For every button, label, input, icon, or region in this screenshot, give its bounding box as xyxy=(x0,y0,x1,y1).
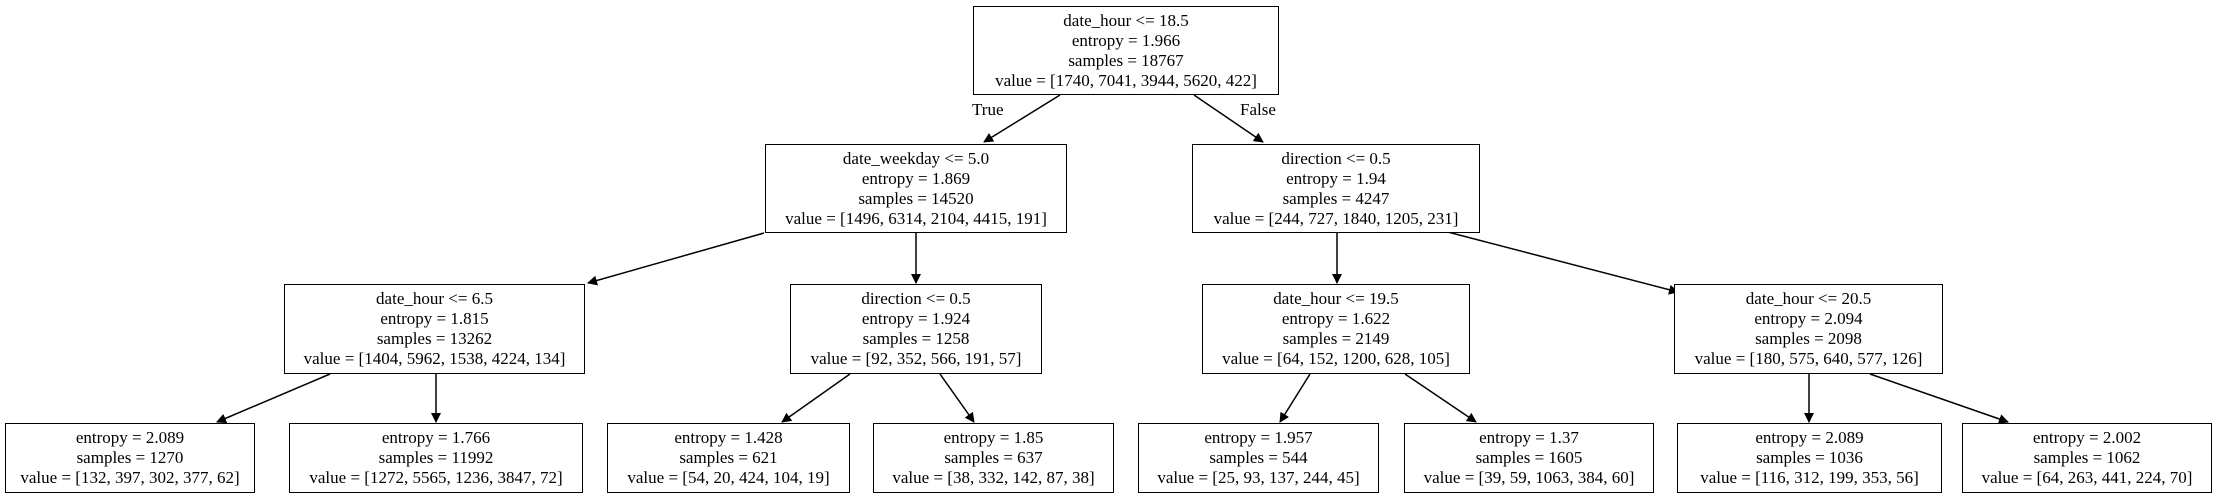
node-value: value = [244, 727, 1840, 1205, 231] xyxy=(1213,208,1459,228)
node-value: value = [180, 575, 640, 577, 126] xyxy=(1694,349,1923,368)
edge-n6-n14 xyxy=(1869,373,2009,424)
node-value: value = [38, 332, 142, 87, 38] xyxy=(892,468,1095,487)
edge-n2-n6 xyxy=(1439,229,1679,295)
tree-leaf: entropy = 1.957 samples = 544 value = [2… xyxy=(1138,423,1379,493)
edge-label-true: True xyxy=(972,100,1004,119)
edge-n4-n10 xyxy=(939,373,975,423)
node-entropy: entropy = 2.089 xyxy=(75,428,185,447)
node-samples: samples = 1270 xyxy=(76,448,184,467)
node-value: value = [1404, 5962, 1538, 4224, 134] xyxy=(303,349,566,368)
tree-node: date_weekday <= 5.0 entropy = 1.869 samp… xyxy=(765,144,1067,233)
node-samples: samples = 1036 xyxy=(1756,448,1863,467)
node-samples: samples = 13262 xyxy=(376,329,493,348)
tree-node: date_hour <= 20.5 entropy = 2.094 sample… xyxy=(1674,284,1943,374)
edge-label-false: False xyxy=(1240,100,1276,119)
node-samples: samples = 2149 xyxy=(1282,329,1390,348)
node-value: value = [1496, 6314, 2104, 4415, 191] xyxy=(785,208,1047,228)
node-samples: samples = 11992 xyxy=(378,448,494,467)
tree-leaf: entropy = 2.089 samples = 1270 value = [… xyxy=(5,423,255,493)
edge-n1-n3 xyxy=(587,232,765,286)
node-entropy: entropy = 1.766 xyxy=(381,428,491,447)
node-value: value = [92, 352, 566, 191, 57] xyxy=(810,349,1022,368)
node-value: value = [64, 263, 441, 224, 70] xyxy=(1981,468,2193,487)
node-entropy: entropy = 2.002 xyxy=(2032,428,2142,447)
node-condition: date_hour <= 18.5 xyxy=(1063,10,1189,30)
tree-node: date_hour <= 19.5 entropy = 1.622 sample… xyxy=(1202,284,1470,374)
node-entropy: entropy = 2.089 xyxy=(1755,428,1864,447)
node-samples: samples = 1062 xyxy=(2033,448,2141,467)
tree-node: direction <= 0.5 entropy = 1.94 samples … xyxy=(1192,144,1480,233)
node-entropy: entropy = 1.869 xyxy=(861,168,971,188)
node-samples: samples = 18767 xyxy=(1068,50,1184,70)
node-entropy: entropy = 1.924 xyxy=(861,309,971,328)
tree-node: date_hour <= 6.5 entropy = 1.815 samples… xyxy=(284,284,585,374)
edge-n5-n12 xyxy=(1404,373,1477,423)
tree-leaf: entropy = 2.089 samples = 1036 value = [… xyxy=(1677,423,1942,493)
node-value: value = [39, 59, 1063, 384, 60] xyxy=(1423,468,1635,487)
node-entropy: entropy = 1.85 xyxy=(943,428,1044,447)
tree-node: direction <= 0.5 entropy = 1.924 samples… xyxy=(790,284,1042,374)
node-samples: samples = 14520 xyxy=(858,188,974,208)
edge-n3-n7 xyxy=(216,373,331,424)
node-samples: samples = 4247 xyxy=(1282,188,1390,208)
tree-leaf: entropy = 1.428 samples = 621 value = [5… xyxy=(607,423,850,493)
node-value: value = [25, 93, 137, 244, 45] xyxy=(1157,468,1360,487)
node-condition: direction <= 0.5 xyxy=(1281,148,1391,168)
tree-leaf: entropy = 1.85 samples = 637 value = [38… xyxy=(873,423,1114,493)
tree-leaf: entropy = 2.002 samples = 1062 value = [… xyxy=(1962,423,2212,493)
node-entropy: entropy = 2.094 xyxy=(1754,309,1863,328)
node-condition: date_hour <= 20.5 xyxy=(1745,289,1872,308)
node-entropy: entropy = 1.957 xyxy=(1204,428,1313,447)
node-entropy: entropy = 1.94 xyxy=(1286,168,1386,188)
node-entropy: entropy = 1.815 xyxy=(380,309,489,328)
node-samples: samples = 621 xyxy=(679,448,778,467)
node-value: value = [1740, 7041, 3944, 5620, 422] xyxy=(995,70,1257,90)
node-samples: samples = 2098 xyxy=(1755,329,1862,348)
node-condition: date_hour <= 6.5 xyxy=(376,289,493,308)
node-samples: samples = 1258 xyxy=(862,329,970,348)
node-entropy: entropy = 1.966 xyxy=(1071,30,1181,50)
node-entropy: entropy = 1.428 xyxy=(674,428,783,447)
node-samples: samples = 544 xyxy=(1209,448,1308,467)
node-value: value = [116, 312, 199, 353, 56] xyxy=(1700,468,1919,487)
node-value: value = [54, 20, 424, 104, 19] xyxy=(627,468,830,487)
tree-node-root: date_hour <= 18.5 entropy = 1.966 sample… xyxy=(973,6,1279,95)
tree-leaf: entropy = 1.766 samples = 11992 value = … xyxy=(289,423,583,493)
node-value: value = [1272, 5565, 1236, 3847, 72] xyxy=(309,468,563,487)
edge-n5-n11 xyxy=(1279,373,1311,423)
node-samples: samples = 1605 xyxy=(1475,448,1583,467)
node-entropy: entropy = 1.37 xyxy=(1479,428,1579,447)
tree-leaf: entropy = 1.37 samples = 1605 value = [3… xyxy=(1404,423,1654,493)
edge-n0-n2 xyxy=(1193,94,1264,143)
node-condition: direction <= 0.5 xyxy=(861,289,971,308)
edge-n0-n1 xyxy=(983,94,1061,143)
node-entropy: entropy = 1.622 xyxy=(1281,309,1391,328)
node-value: value = [64, 152, 1200, 628, 105] xyxy=(1222,349,1450,368)
edge-n4-n9 xyxy=(781,373,851,423)
node-value: value = [132, 397, 302, 377, 62] xyxy=(20,468,240,487)
node-condition: date_weekday <= 5.0 xyxy=(842,148,990,168)
node-samples: samples = 637 xyxy=(944,448,1043,467)
node-condition: date_hour <= 19.5 xyxy=(1273,289,1399,308)
